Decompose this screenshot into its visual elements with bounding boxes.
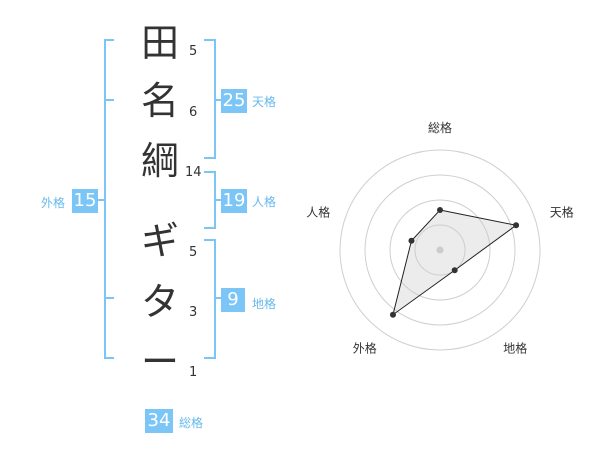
radar-axis-label-3: 地格: [503, 341, 527, 356]
name-char-1: 田: [140, 21, 179, 65]
radar-axis-label-2: 天格: [550, 204, 574, 219]
name-char-6: ー: [140, 340, 179, 384]
radar-point-2: [513, 222, 520, 229]
name-char-2: 名: [140, 79, 179, 123]
radar-axis-label-4: 外格: [353, 341, 377, 356]
stroke-count-3: 14: [185, 165, 202, 180]
radar-point-5: [408, 237, 415, 244]
radar-point-4: [389, 311, 396, 318]
gaikaku-value: 15: [72, 189, 98, 213]
radar-value-area: [392, 209, 518, 316]
stroke-count-4: 5: [189, 245, 198, 260]
chikaku-value: 9: [221, 288, 245, 312]
name-char-3: 綱: [140, 139, 179, 183]
radar-point-3: [451, 267, 458, 274]
stroke-count-5: 3: [189, 305, 198, 320]
radar-ring-2: [389, 199, 491, 301]
gaikaku-label: 外格: [41, 196, 66, 210]
stroke-count-1: 5: [189, 44, 198, 59]
name-char-5: タ: [140, 280, 179, 324]
tenkaku-value: 25: [221, 89, 247, 113]
radar-center-dot: [436, 246, 444, 254]
name-char-4: ギ: [140, 219, 179, 263]
soukaku-value: 34: [145, 409, 173, 433]
radar-axis-label-1: 総格: [428, 120, 452, 135]
chikaku-label: 地格: [252, 297, 277, 311]
radar-axis-label-5: 人格: [306, 204, 330, 219]
radar-ring-3: [364, 174, 516, 326]
radar-point-1: [437, 207, 443, 213]
stroke-count-2: 6: [189, 105, 198, 120]
stroke-count-6: 1: [189, 365, 198, 380]
jinkaku-value: 19: [221, 189, 247, 213]
radar-ring-1: [414, 224, 466, 276]
jinkaku-label: 人格: [252, 195, 277, 209]
tenkaku-label: 天格: [252, 95, 277, 109]
soukaku-label: 総格: [179, 416, 204, 430]
radar-ring-4: [339, 149, 541, 351]
